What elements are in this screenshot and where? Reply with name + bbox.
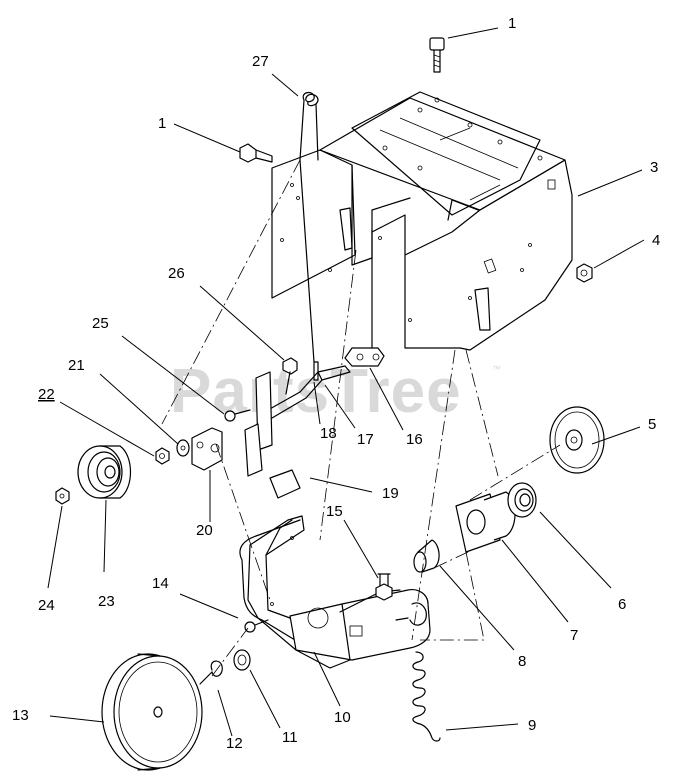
leader-lines xyxy=(47,27,645,737)
callout-9: 9 xyxy=(528,717,536,734)
callout-18: 18 xyxy=(320,425,337,442)
callout-19: 19 xyxy=(382,485,399,502)
callout-11: 11 xyxy=(282,729,298,746)
alignment-lines xyxy=(161,159,561,677)
callout-4: 4 xyxy=(652,232,660,249)
pulley-part-5[interactable] xyxy=(549,406,605,474)
callout-21: 21 xyxy=(68,357,85,374)
callout-22: 22 xyxy=(38,386,55,403)
callout-24: 24 xyxy=(38,597,55,614)
watermark-trademark: ™ xyxy=(492,364,501,374)
rod-part-17[interactable] xyxy=(267,365,351,419)
screw-part-25[interactable] xyxy=(224,409,251,422)
lever-part-19[interactable] xyxy=(244,371,301,499)
callout-15: 15 xyxy=(326,503,343,520)
bearing-part-6[interactable] xyxy=(507,482,537,518)
washer-part-21[interactable] xyxy=(176,439,190,457)
frame-part-10[interactable] xyxy=(239,515,431,669)
callout-20: 20 xyxy=(196,522,213,539)
pulley-part-23[interactable] xyxy=(77,445,131,499)
callout-27: 27 xyxy=(252,53,269,70)
callout-23: 23 xyxy=(98,593,115,610)
nut-part-4[interactable] xyxy=(576,263,593,283)
callout-17: 17 xyxy=(357,431,374,448)
nut-part-24[interactable] xyxy=(55,487,70,505)
bolt-part-1-top[interactable] xyxy=(429,37,445,73)
spring-part-27[interactable] xyxy=(299,91,319,161)
bearing-housing-part-7[interactable] xyxy=(455,491,516,553)
callout-12: 12 xyxy=(226,735,243,752)
callout-14: 14 xyxy=(152,575,169,592)
callout-1-top: 1 xyxy=(508,15,516,32)
bracket-part-20[interactable] xyxy=(191,427,223,471)
rod-part-18[interactable] xyxy=(299,159,319,381)
spring-part-9[interactable] xyxy=(412,651,441,742)
nut-part-22[interactable] xyxy=(155,447,170,465)
callout-5: 5 xyxy=(648,416,656,433)
callout-1-left: 1 xyxy=(158,115,166,132)
callout-26: 26 xyxy=(168,265,185,282)
callout-16: 16 xyxy=(406,431,423,448)
housing-part-3[interactable] xyxy=(271,91,573,351)
callout-7: 7 xyxy=(570,627,578,644)
callout-13: 13 xyxy=(12,707,29,724)
callout-6: 6 xyxy=(618,596,626,613)
bolt-part-15[interactable] xyxy=(375,573,393,601)
clip-part-12[interactable] xyxy=(199,660,223,685)
callout-25: 25 xyxy=(92,315,109,332)
callout-labels: 1 1 3 4 5 6 7 8 9 10 11 12 13 14 15 16 1… xyxy=(12,15,660,752)
washer-part-11[interactable] xyxy=(233,649,251,671)
bracket-part-16[interactable] xyxy=(344,229,385,367)
screw-part-14[interactable] xyxy=(244,619,269,633)
pulley-part-13[interactable] xyxy=(101,653,203,771)
callout-10: 10 xyxy=(334,709,351,726)
callout-3: 3 xyxy=(650,159,658,176)
callout-8: 8 xyxy=(518,653,526,670)
bolt-part-1-left[interactable] xyxy=(239,143,273,163)
bolt-part-26[interactable] xyxy=(282,357,298,395)
